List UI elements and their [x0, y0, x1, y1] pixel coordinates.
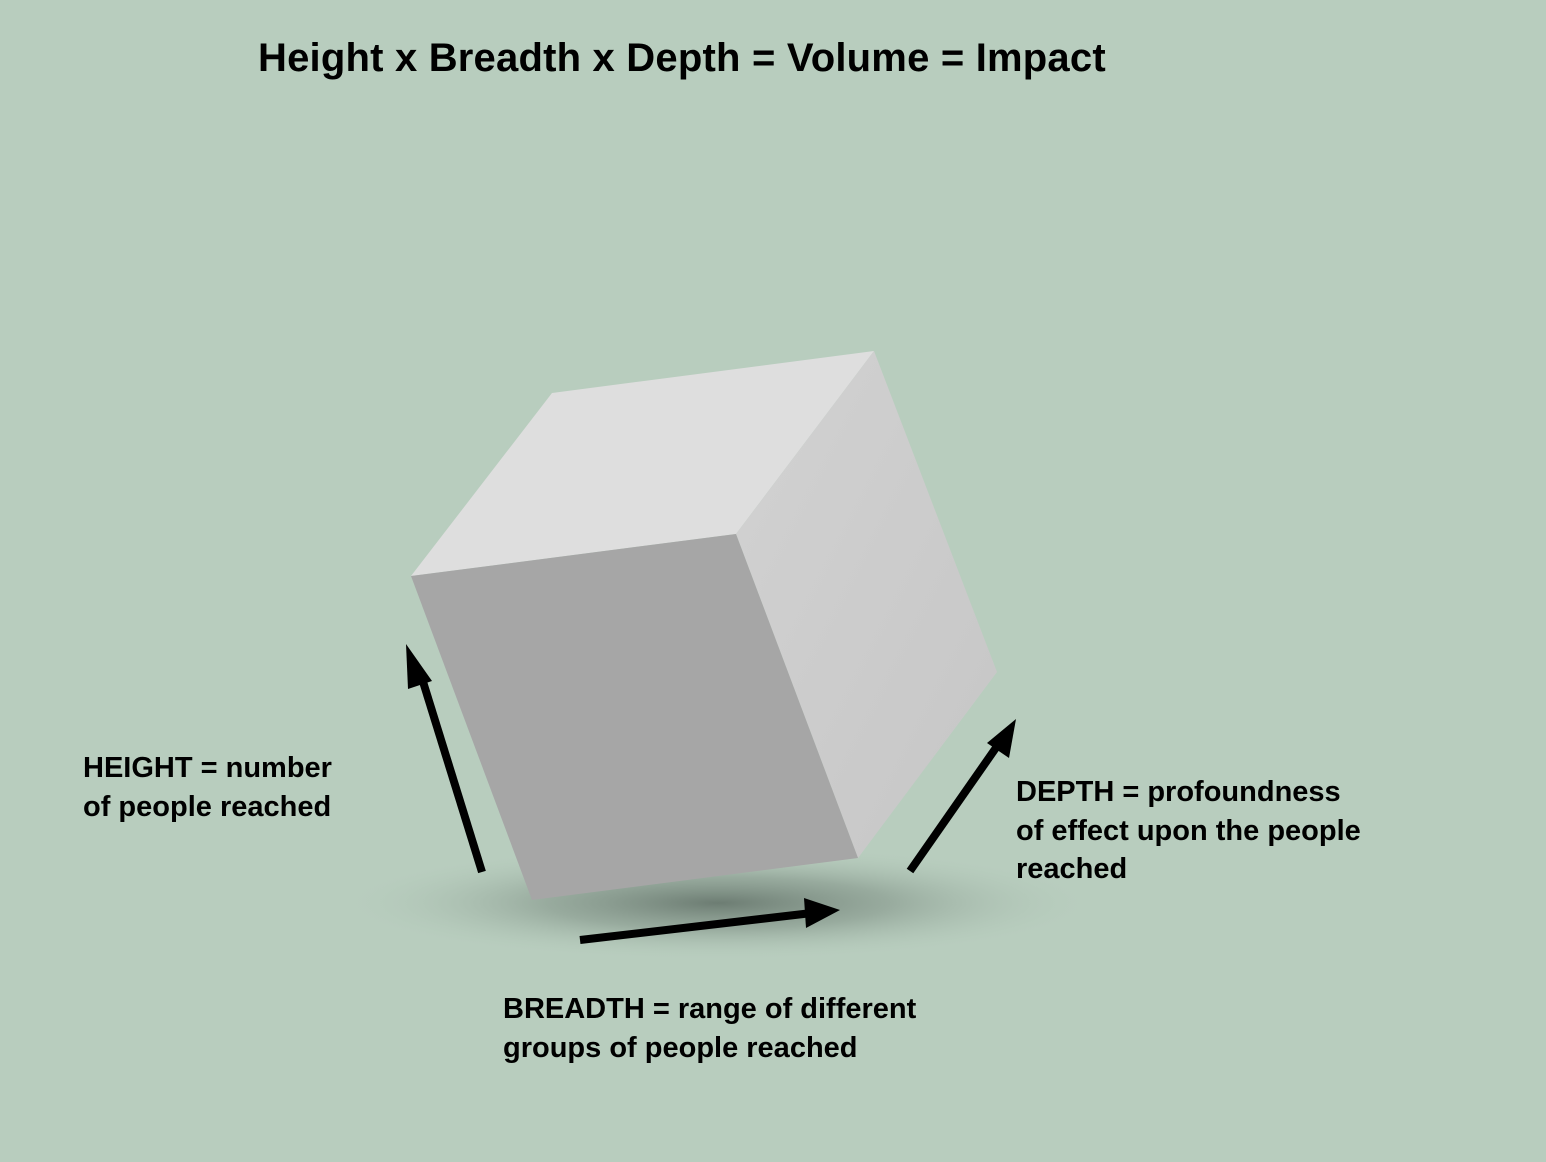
breadth-arrow [579, 898, 840, 944]
height-label: HEIGHT = number of people reached [83, 749, 332, 826]
height-label-line-2: of people reached [83, 790, 332, 823]
depth-label-line-3: reached [1016, 853, 1128, 885]
cube-right-face [736, 351, 997, 858]
breadth-label-line-1: BREADTH = range of different [503, 993, 917, 1025]
page-title: Height x Breadth x Depth = Volume = Impa… [258, 36, 1106, 80]
height-arrow [406, 644, 486, 874]
breadth-label: BREADTH = range of different groups of p… [503, 990, 916, 1067]
cube [411, 351, 997, 900]
depth-arrow [906, 719, 1016, 874]
depth-label-line-2: of effect upon the people [1016, 814, 1361, 847]
height-label-line-1: HEIGHT = number [83, 752, 332, 784]
cube-front-face [411, 534, 858, 900]
depth-label: DEPTH = profoundness of effect upon the … [1016, 773, 1361, 889]
breadth-label-line-2: groups of people reached [503, 1031, 858, 1064]
cube-top-face [411, 351, 874, 576]
depth-label-line-1: DEPTH = profoundness [1016, 776, 1341, 808]
